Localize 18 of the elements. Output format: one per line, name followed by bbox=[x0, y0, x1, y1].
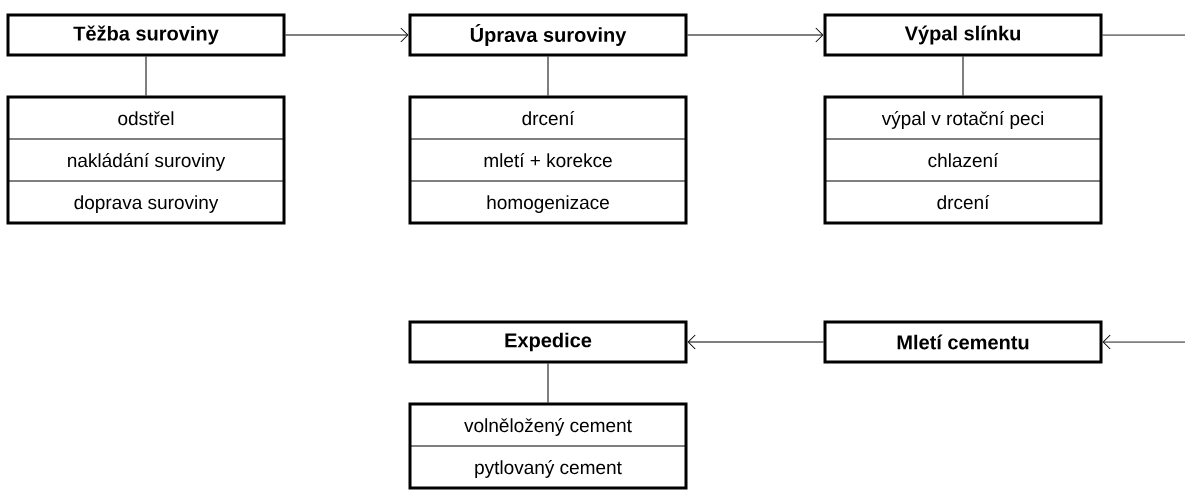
arrow bbox=[1102, 334, 1185, 350]
step-list: drcení mletí + korekce homogenizace bbox=[408, 95, 688, 225]
step-list: výpal v rotační peci chlazení drcení bbox=[823, 95, 1103, 225]
connector-line bbox=[145, 56, 147, 96]
process-box: Úprava suroviny bbox=[408, 13, 688, 57]
connector-line bbox=[962, 56, 964, 96]
arrow bbox=[285, 27, 409, 43]
process-box: Mletí cementu bbox=[823, 320, 1103, 364]
connector-line bbox=[547, 56, 549, 96]
step-list: odstřel nakládání suroviny doprava suroviny bbox=[6, 95, 286, 225]
process-box: Těžba suroviny bbox=[6, 13, 286, 57]
process-box: Výpal slínku bbox=[823, 13, 1103, 57]
process-box: Expedice bbox=[408, 320, 688, 364]
step-list: volněložený cement pytlovaný cement bbox=[408, 402, 688, 490]
arrow bbox=[687, 334, 824, 350]
connector-line bbox=[547, 363, 549, 403]
connector-line bbox=[1102, 34, 1185, 36]
arrow bbox=[687, 27, 824, 43]
